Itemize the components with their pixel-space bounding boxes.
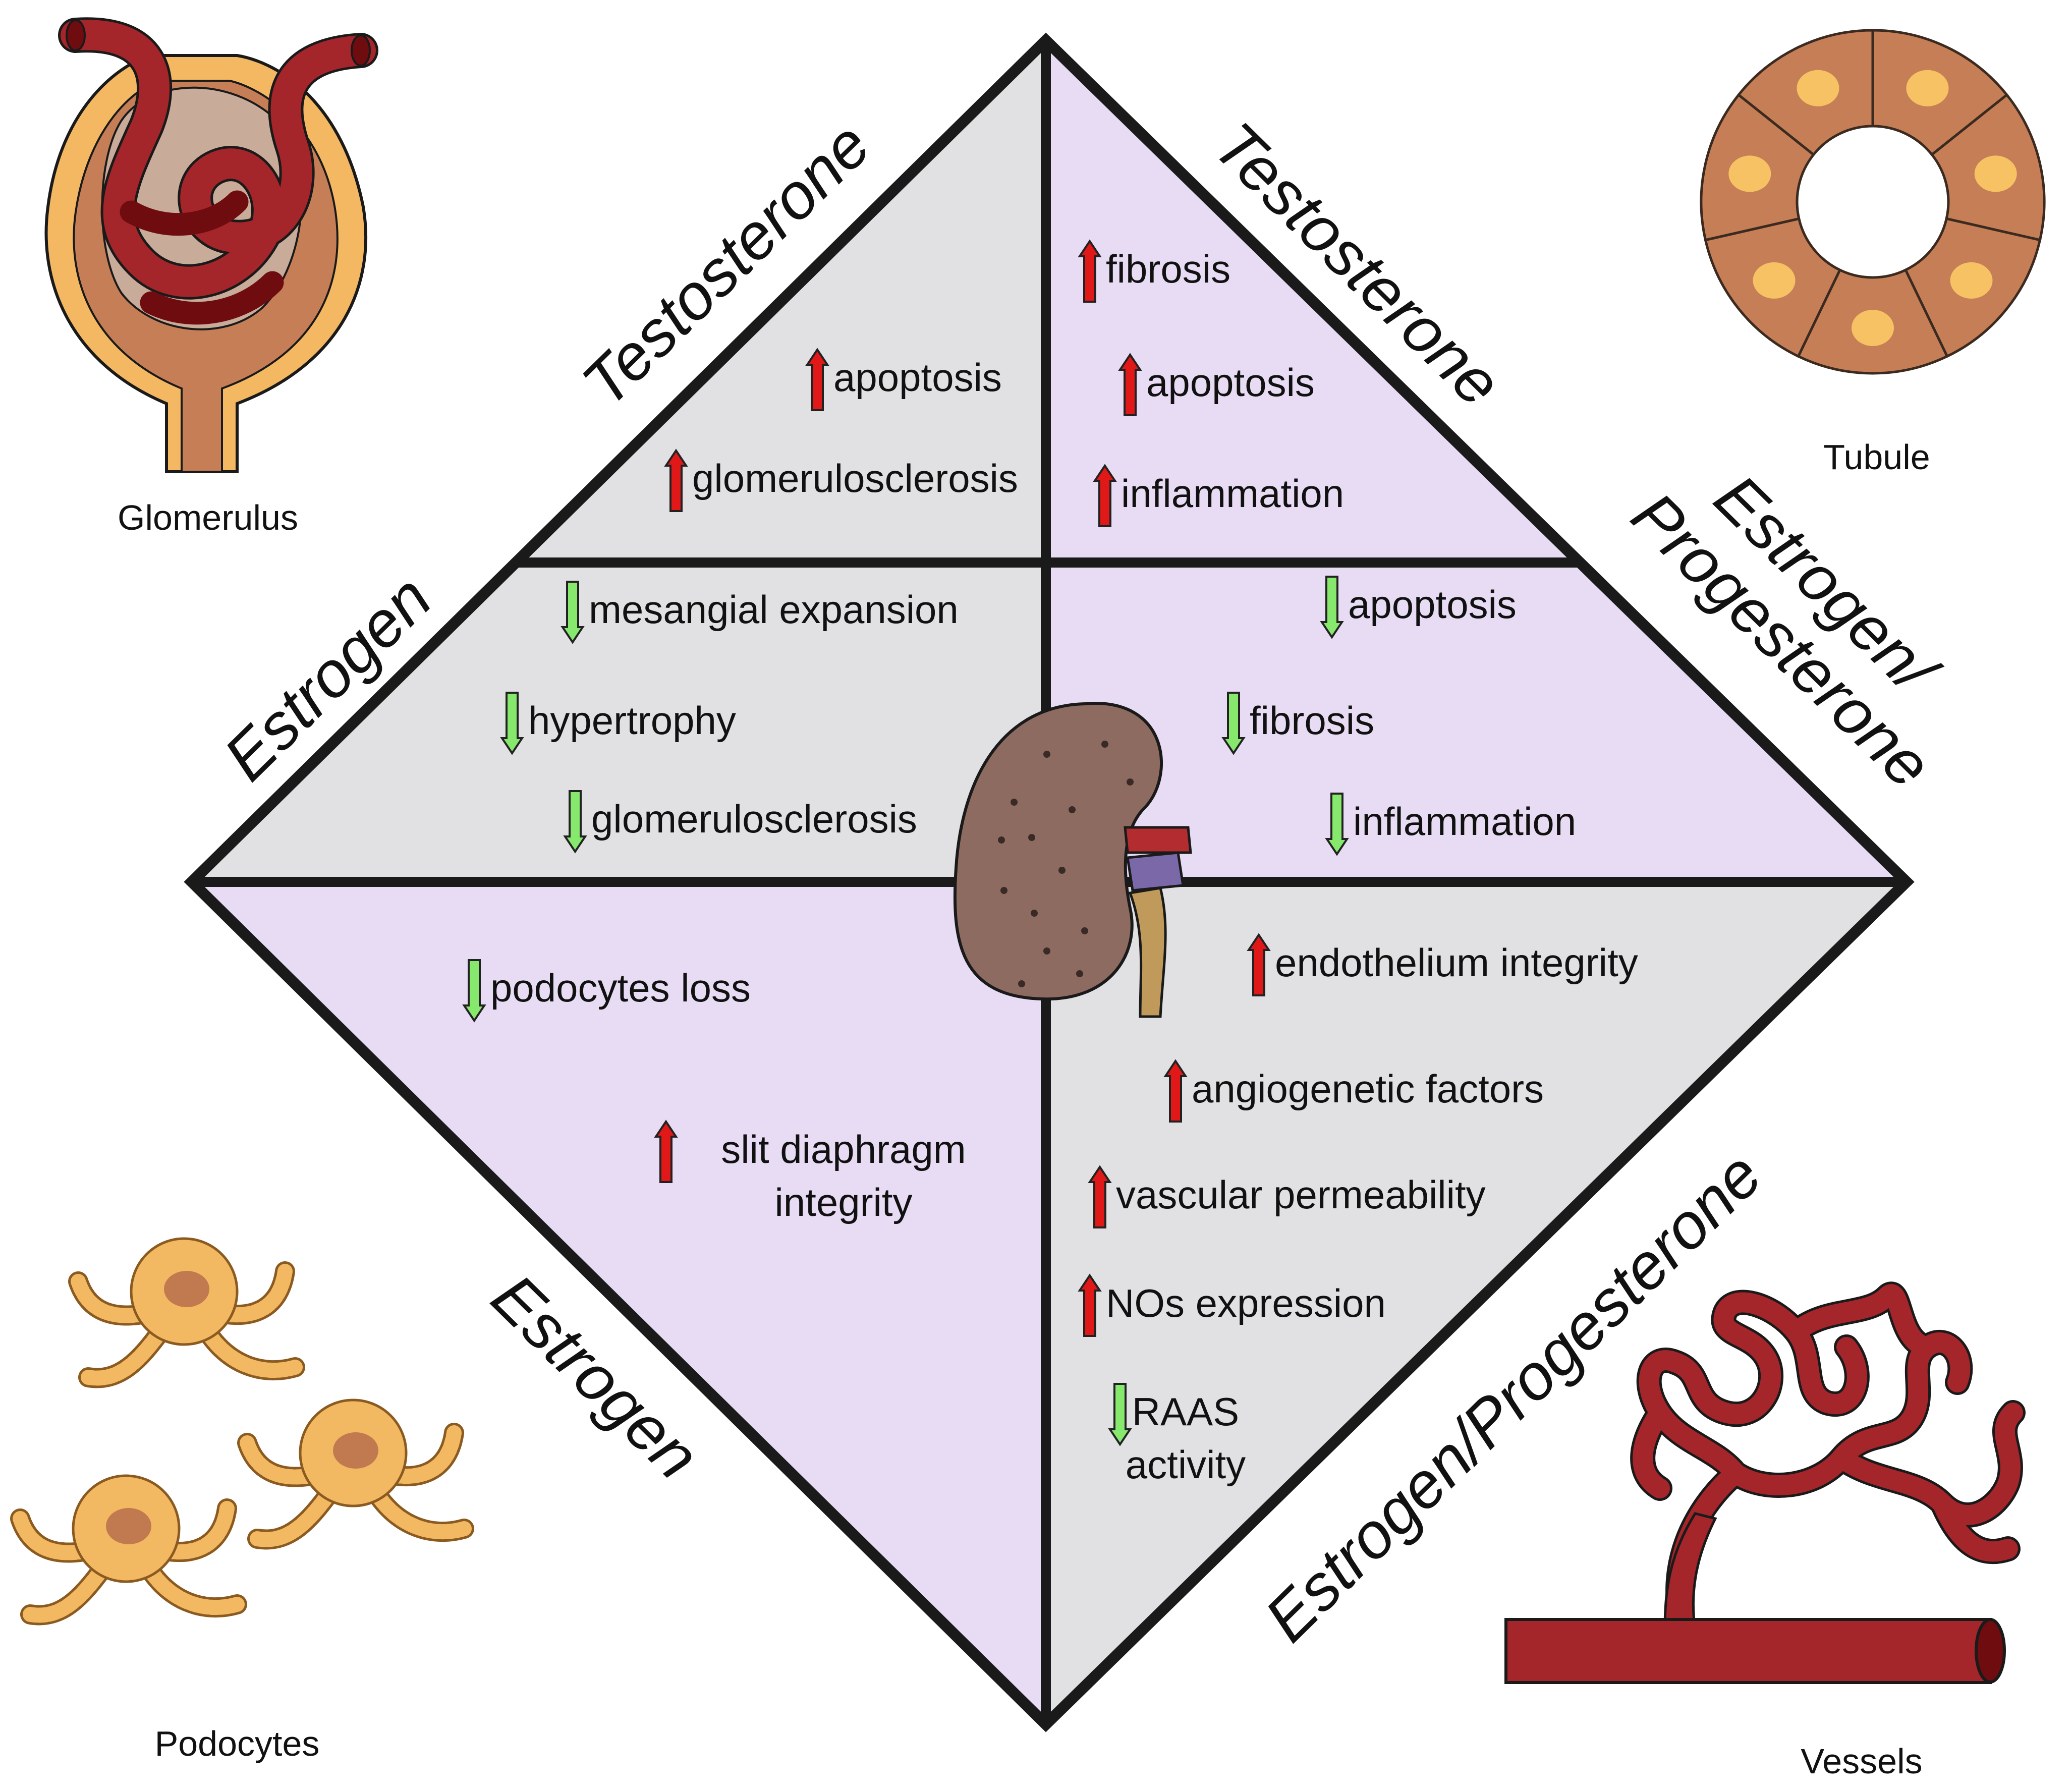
up-arrow-icon	[664, 449, 688, 512]
main-vessel	[1504, 1618, 1992, 1684]
effect-item: inflammation	[1093, 464, 1344, 527]
down-arrow-icon	[1108, 1383, 1132, 1446]
vessels-illustration	[1504, 1281, 2026, 1684]
glomerulus-illustration	[44, 17, 378, 473]
tubule-illustration	[1700, 29, 2046, 375]
up-arrow-icon	[654, 1120, 678, 1183]
podocyte-cell	[237, 1399, 474, 1550]
down-arrow-icon	[563, 790, 587, 854]
effect-label: mesangial expansion	[589, 587, 959, 632]
effect-label: angiogenetic factors	[1192, 1067, 1544, 1111]
effect-label: glomerulosclerosis	[591, 797, 917, 841]
renal-vein	[1126, 851, 1185, 892]
podocyte-cell	[10, 1474, 247, 1626]
effect-item: inflammation	[1325, 793, 1576, 856]
effect-label: inflammation	[1121, 471, 1344, 516]
effect-label: vascular permeability	[1116, 1172, 1486, 1217]
up-arrow-icon	[1078, 239, 1102, 303]
up-arrow-icon	[805, 348, 829, 411]
up-arrow-icon	[1088, 1165, 1112, 1228]
diamond-chart	[184, 32, 1915, 1732]
podocyte-cell	[68, 1237, 305, 1388]
caption-vessels: Vessels	[1801, 1742, 1922, 1781]
efferent-arteriole-end	[351, 34, 371, 67]
tubule-cell-nucleus	[1974, 155, 2017, 192]
podocyte-nucleus	[333, 1432, 378, 1469]
tubule-cell-nucleus	[1906, 70, 1949, 106]
up-arrow-icon	[1078, 1273, 1102, 1337]
effect-item: apoptosis	[1320, 576, 1517, 639]
quadrant-tubule-estrogen-progesterone	[1046, 563, 1907, 882]
effect-label: NOs expression	[1106, 1281, 1386, 1325]
effect-item: hypertrophy	[500, 692, 736, 755]
tubule-cell-nucleus	[1852, 310, 1894, 346]
effect-item: apoptosis	[805, 348, 1002, 411]
effect-item: endothelium integrity	[1247, 933, 1638, 996]
effect-item: podocytes loss	[462, 959, 751, 1023]
tubule-cell-nucleus	[1753, 262, 1796, 299]
effect-item: apoptosis	[1118, 353, 1315, 416]
tubule-cell-nucleus	[1950, 262, 1993, 299]
down-arrow-icon	[1325, 793, 1349, 856]
afferent-arteriole-end	[66, 19, 86, 51]
up-arrow-icon	[1118, 353, 1142, 416]
kidney-illustration	[953, 702, 1192, 1018]
renal-artery	[1124, 826, 1192, 854]
effect-label: glomerulosclerosis	[692, 456, 1018, 500]
up-arrow-icon	[1093, 464, 1117, 527]
effect-item: fibrosis	[1221, 692, 1374, 755]
down-arrow-icon	[1221, 692, 1246, 755]
main-vessel-end	[1975, 1618, 2006, 1684]
down-arrow-icon	[500, 692, 524, 755]
effects-tubule-testosterone: fibrosis apoptosis inflammation	[1078, 239, 1344, 527]
podocyte-nucleus	[164, 1271, 209, 1307]
quadrant-glomerulus-estrogen	[192, 563, 1046, 882]
effect-item: angiogenetic factors	[1163, 1059, 1544, 1123]
vessel-trunk	[1663, 1512, 1717, 1631]
caption-glomerulus: Glomerulus	[118, 498, 298, 537]
caption-podocytes: Podocytes	[155, 1724, 320, 1763]
effect-item: NOs expression	[1078, 1273, 1386, 1337]
down-arrow-icon	[462, 959, 486, 1023]
effect-item: vascular permeability	[1088, 1165, 1486, 1228]
effect-label: fibrosis	[1250, 698, 1374, 743]
tubule-cell-nucleus	[1728, 155, 1771, 192]
caption-tubule: Tubule	[1823, 437, 1930, 477]
effect-item: glomerulosclerosis	[664, 449, 1018, 512]
effect-label: hypertrophy	[528, 698, 736, 743]
effect-label: apoptosis	[1146, 360, 1315, 405]
effects-glomerulus-estrogen: mesangial expansion hypertrophy glomerulos…	[500, 581, 959, 854]
capillary-loop-fill	[61, 20, 376, 297]
tubule-cell-nucleus	[1797, 70, 1839, 106]
effects-glomerulus-testosterone: apoptosis glomerulosclerosis	[664, 348, 1018, 512]
podocyte-nucleus	[106, 1508, 151, 1544]
podocytes-illustration	[10, 1237, 474, 1626]
effect-item: mesangial expansion	[561, 581, 959, 644]
effect-label: apoptosis	[1348, 582, 1517, 627]
vessel-network	[1633, 1284, 2023, 1625]
down-arrow-icon	[561, 581, 585, 644]
kidney-dots	[998, 741, 1134, 987]
effect-label: apoptosis	[833, 355, 1002, 400]
up-arrow-icon	[1163, 1059, 1188, 1123]
effect-label: inflammation	[1353, 799, 1576, 844]
effects-vessels-estrogen-progesterone: endothelium integrity angiogenetic factor…	[1078, 933, 1638, 1487]
capillary-inner-loop	[120, 190, 284, 325]
effect-label: fibrosis	[1106, 247, 1230, 291]
effects-tubule-estrogen-progesterone: apoptosis fibrosis inflammation	[1221, 576, 1576, 856]
ureter	[1128, 886, 1167, 1018]
effect-label: podocytes loss	[490, 966, 751, 1010]
down-arrow-icon	[1320, 576, 1344, 639]
effect-item: fibrosis	[1078, 239, 1230, 303]
effect-item: glomerulosclerosis	[563, 790, 917, 854]
effect-label: endothelium integrity	[1275, 940, 1638, 985]
kidney-shape	[953, 702, 1163, 1001]
up-arrow-icon	[1247, 933, 1271, 996]
